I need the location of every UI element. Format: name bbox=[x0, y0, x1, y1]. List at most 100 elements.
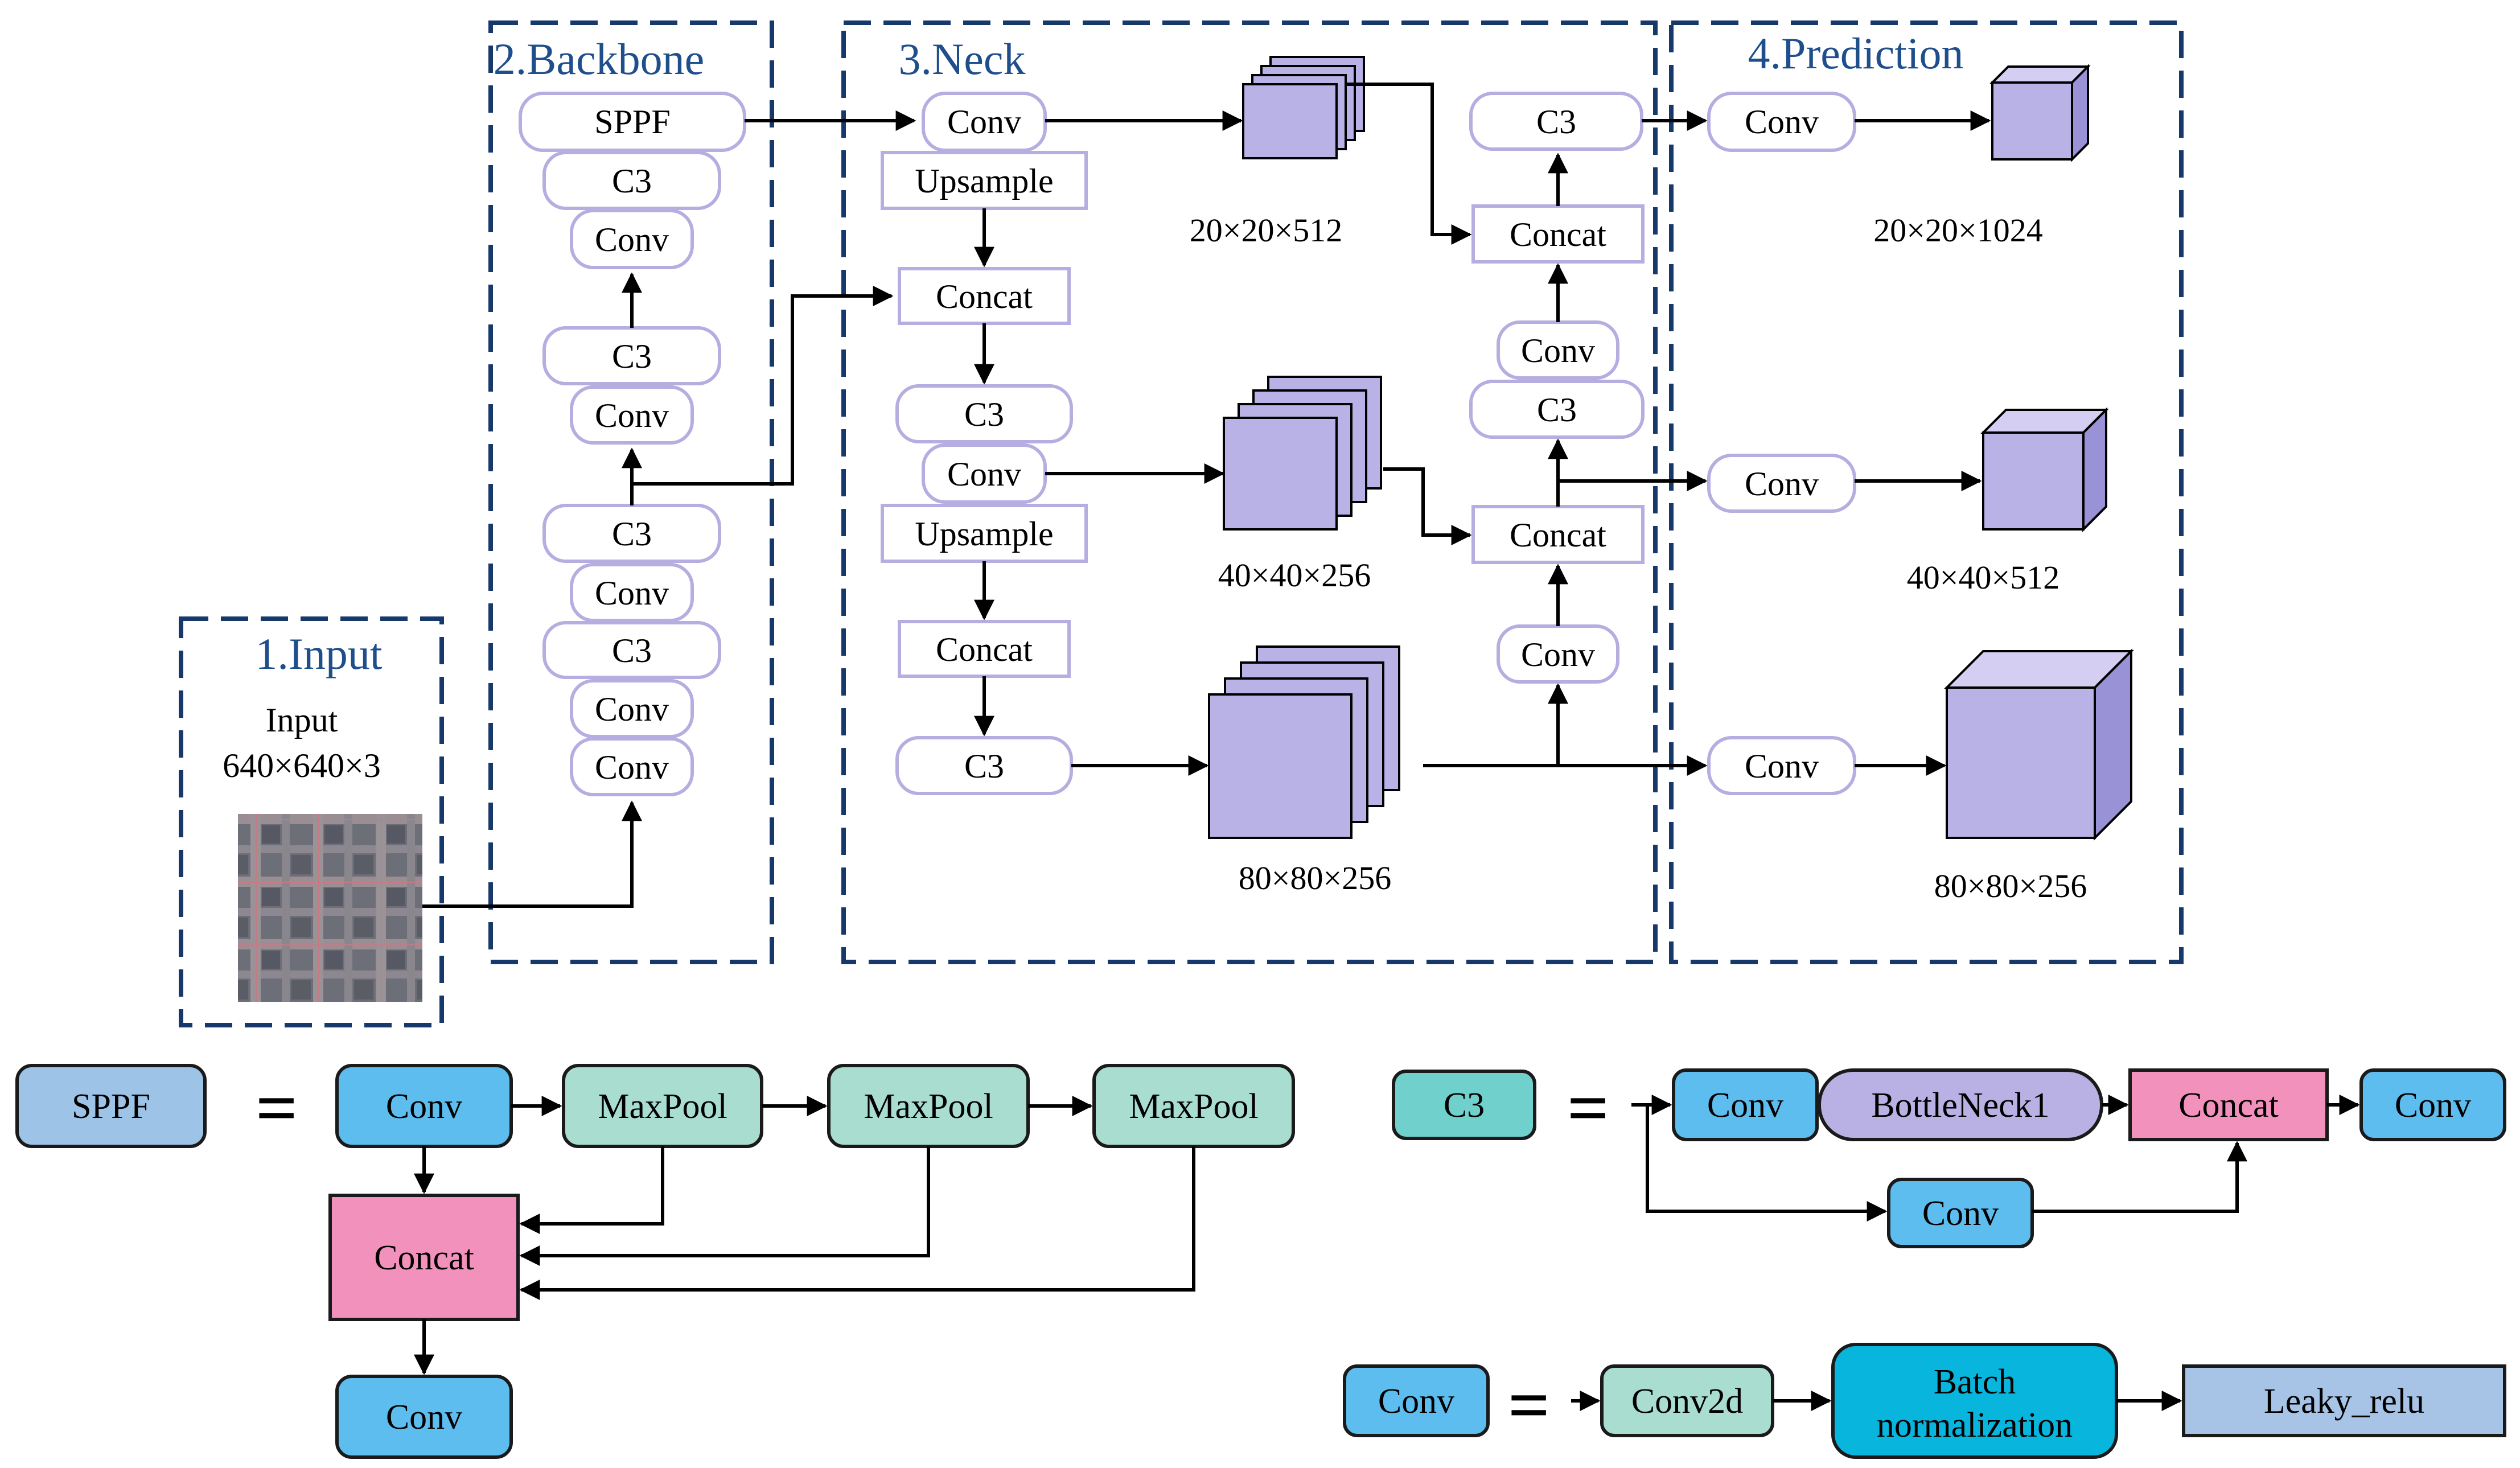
prediction-dim-80: 80×80×256 bbox=[1934, 867, 2087, 904]
legend-c3-arrow-skip-concat bbox=[2032, 1141, 2247, 1213]
backbone-connectors bbox=[422, 110, 916, 908]
neck-upsample1-label: Upsample bbox=[915, 162, 1053, 200]
neck-dim-40: 40×40×256 bbox=[1218, 557, 1371, 594]
backbone-conv-bottom bbox=[570, 737, 694, 796]
neck-dim-80: 80×80×256 bbox=[1239, 860, 1391, 897]
prediction-conv-mid bbox=[1707, 454, 1856, 513]
neck-c3-1 bbox=[895, 384, 1073, 443]
legend-c3-key bbox=[1392, 1070, 1536, 1140]
legend-c3-conv-in-label: Conv bbox=[1707, 1086, 1783, 1125]
input-size: 640×640×3 bbox=[223, 747, 381, 784]
prediction-cube-80 bbox=[1944, 648, 2134, 841]
neck-stack-connectors bbox=[1045, 110, 1243, 776]
prediction-conv-low-label: Conv bbox=[1745, 747, 1819, 785]
legend-c3-conv-skip-label: Conv bbox=[1922, 1194, 1999, 1233]
prediction-conv-top-label: Conv bbox=[1745, 103, 1819, 141]
prediction-cube-20 bbox=[1989, 64, 2091, 162]
backbone-c3-mid-label: C3 bbox=[612, 338, 652, 375]
neck-right-c3-mid bbox=[1469, 380, 1645, 439]
backbone-conv-low2 bbox=[570, 679, 694, 738]
legend-c3-concat bbox=[2128, 1068, 2329, 1141]
legend-sppf-concat bbox=[328, 1194, 520, 1321]
feature-map-stacks bbox=[1208, 56, 1400, 839]
backbone-c3-top bbox=[542, 151, 721, 210]
feature-stack-80 bbox=[1208, 645, 1400, 839]
neck-left-column: Conv Upsample Concat C3 Conv Upsample Co… bbox=[881, 92, 1088, 795]
legend-c3-arrow-skip bbox=[1646, 1105, 1888, 1222]
legend-c3-conv-out-label: Conv bbox=[2395, 1086, 2471, 1125]
backbone-c3-top-label: C3 bbox=[612, 162, 652, 200]
backbone-conv-top bbox=[570, 209, 694, 269]
legend-sppf-equals: = bbox=[256, 1067, 298, 1149]
backbone-conv-mid-label: Conv bbox=[595, 397, 669, 434]
legend-sppf-maxpool1-label: MaxPool bbox=[598, 1087, 727, 1126]
feature-stack-80-plate-1 bbox=[1208, 693, 1353, 839]
neck-concat2-label: Concat bbox=[936, 631, 1033, 668]
prediction-section: 4.Prediction bbox=[1669, 20, 2184, 964]
legend-conv-leaky bbox=[2182, 1364, 2506, 1437]
legend-conv-batchnorm-line1: Batch bbox=[1934, 1363, 2016, 1401]
legend-c3: C3 = Conv BottleNeck1 Concat Conv Conv bbox=[1392, 1067, 2506, 1248]
legend-conv-batchnorm-line2: normalization bbox=[1877, 1406, 2073, 1445]
legend-conv: Conv = Conv2d Batch normalization Leaky_… bbox=[1343, 1343, 2506, 1459]
legend-sppf-key bbox=[15, 1064, 207, 1148]
legend-sppf-arrow-mp3-concat bbox=[519, 1146, 1195, 1300]
prediction-dim-20: 20×20×1024 bbox=[1873, 212, 2042, 249]
backbone-c3-low1-label: C3 bbox=[612, 515, 652, 553]
feature-stack-20 bbox=[1242, 56, 1365, 159]
legend-sppf-conv-out-label: Conv bbox=[386, 1398, 462, 1437]
backbone-modules: SPPF C3 Conv C3 Conv C3 Conv C3 Conv Con… bbox=[519, 92, 746, 796]
legend-conv-key-label: Conv bbox=[1378, 1382, 1454, 1421]
legend-sppf-maxpool3-label: MaxPool bbox=[1129, 1087, 1258, 1126]
input-section-title: 1.Input bbox=[255, 629, 382, 679]
neck-upsample2-label: Upsample bbox=[915, 515, 1053, 553]
backbone-section-title: 2.Backbone bbox=[494, 34, 704, 84]
backbone-section: 2.Backbone bbox=[488, 20, 774, 964]
legend-c3-conv-in bbox=[1672, 1068, 1819, 1141]
input-label: Input bbox=[266, 701, 338, 739]
prediction-section-title: 4.Prediction bbox=[1748, 28, 1963, 78]
neck-right-concat-mid bbox=[1471, 505, 1645, 564]
feature-stack-40-plate-1 bbox=[1223, 417, 1338, 531]
legend-c3-equals: = bbox=[1567, 1067, 1609, 1149]
neck-section: 3.Neck bbox=[841, 20, 1658, 964]
backbone-conv-mid bbox=[570, 385, 694, 445]
legend-c3-conv-out bbox=[2359, 1068, 2506, 1141]
legend-sppf-conv-out bbox=[335, 1375, 513, 1459]
legend-sppf-arrow-mp1-concat bbox=[519, 1146, 664, 1234]
input-image bbox=[238, 814, 422, 1002]
stack20-to-concat-top-arrow bbox=[1347, 83, 1472, 245]
backbone-conv-top-label: Conv bbox=[595, 221, 669, 258]
feature-map-labels: 20×20×512 40×40×256 80×80×256 bbox=[1190, 212, 1391, 897]
prediction-frame bbox=[1669, 20, 2184, 964]
neck-right-c3-mid-label: C3 bbox=[1537, 391, 1577, 429]
input-frame bbox=[179, 616, 444, 1027]
neck-dim-20: 20×20×512 bbox=[1190, 212, 1342, 249]
backbone-frame bbox=[488, 20, 774, 964]
neck-right-concat-top-label: Concat bbox=[1510, 216, 1606, 253]
prediction-conv-mid-label: Conv bbox=[1745, 465, 1819, 503]
stack40-to-concat-mid-arrow bbox=[1383, 467, 1472, 545]
input-section: 1.Input Input 640×640×3 bbox=[179, 616, 444, 1027]
prediction-dim-40: 40×40×512 bbox=[1907, 559, 2059, 596]
neck-right-conv-low-label: Conv bbox=[1521, 636, 1595, 673]
neck-c3-2-label: C3 bbox=[964, 747, 1004, 785]
legend-sppf-arrow-mp2-concat bbox=[519, 1146, 930, 1266]
neck-concat1-label: Concat bbox=[936, 278, 1033, 315]
legend-sppf: SPPF = Conv MaxPool MaxPool MaxPool Conc… bbox=[15, 1064, 1295, 1459]
neck-right-concat-mid-label: Concat bbox=[1510, 516, 1606, 554]
legend-sppf-conv-in-label: Conv bbox=[386, 1087, 462, 1126]
legend-c3-concat-label: Concat bbox=[2178, 1086, 2279, 1125]
backbone-conv-low2-label: Conv bbox=[595, 690, 669, 728]
neck-frame bbox=[841, 20, 1658, 964]
neck-right-c3-top-label: C3 bbox=[1536, 103, 1576, 141]
legend-conv-conv2d-label: Conv2d bbox=[1631, 1382, 1743, 1421]
backbone-to-neck-concat-arrow bbox=[632, 286, 894, 486]
legend-conv-key bbox=[1343, 1364, 1490, 1437]
neck-conv1-label: Conv bbox=[947, 103, 1021, 141]
input-to-backbone-arrow bbox=[422, 800, 642, 908]
backbone-sppf-label: SPPF bbox=[594, 103, 670, 141]
legend-c3-key-label: C3 bbox=[1444, 1086, 1485, 1125]
backbone-c3-low2 bbox=[542, 621, 721, 679]
